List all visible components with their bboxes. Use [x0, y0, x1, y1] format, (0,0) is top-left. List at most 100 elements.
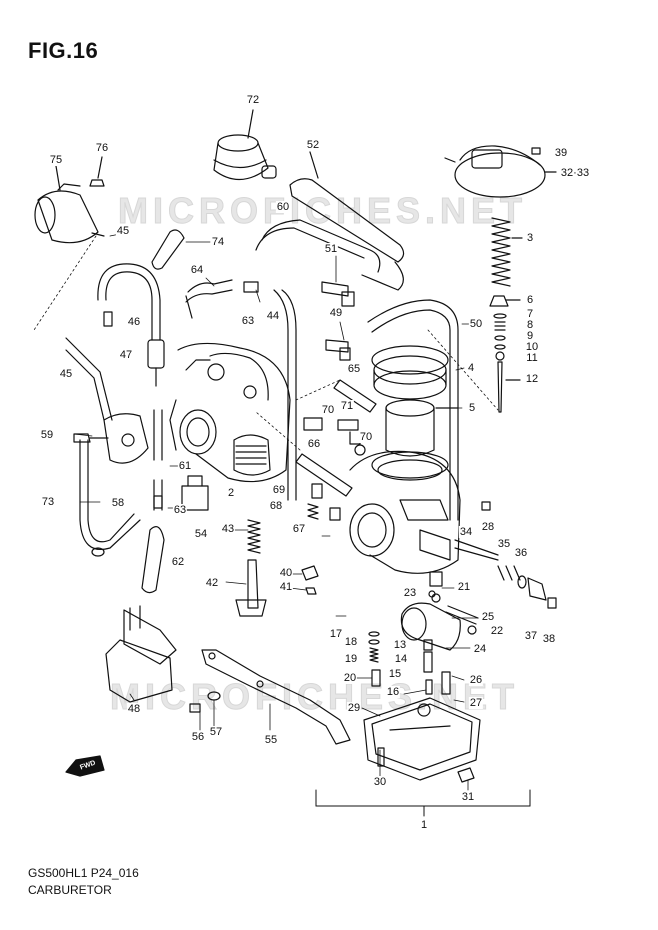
- part-number-49: 49: [328, 307, 344, 319]
- part-number-37: 37: [523, 630, 539, 642]
- part-number-24: 24: [472, 643, 488, 655]
- part-number-9: 9: [525, 330, 535, 342]
- part-29-float-bowl-drawing: [363, 697, 481, 781]
- part-number-13: 13: [392, 639, 408, 651]
- part-63-fittings-drawing: [153, 281, 259, 509]
- part-number-14: 14: [393, 653, 409, 665]
- part-54-drawing: [181, 475, 209, 511]
- part-number-16: 16: [385, 686, 401, 698]
- part-number-50: 50: [468, 318, 484, 330]
- figure-title: FIG.16: [28, 38, 99, 63]
- part-number-57: 57: [208, 726, 224, 738]
- part-number-44: 44: [265, 310, 281, 322]
- part-number-4: 4: [466, 362, 476, 374]
- figure-caption: CARBURETOR: [28, 883, 112, 897]
- part-51-49-fittings-drawing: [321, 281, 355, 361]
- part-number-56: 56: [190, 731, 206, 743]
- part-number-25: 25: [480, 611, 496, 623]
- part-61-hose-drawing: [153, 409, 163, 511]
- part-21-25-drawing: [428, 571, 479, 635]
- part-number-65: 65: [346, 363, 362, 375]
- part-number-35: 35: [496, 538, 512, 550]
- part-number-47: 47: [118, 349, 134, 361]
- part-number-32-33: 32·33: [559, 167, 591, 179]
- part-75-drawing: [34, 165, 105, 244]
- part-number-63-lower: 63: [172, 504, 188, 516]
- part-number-64: 64: [189, 264, 205, 276]
- part-number-40: 40: [278, 567, 294, 579]
- part-number-63-upper: 63: [240, 315, 256, 327]
- part-number-45-upper: 45: [115, 225, 131, 237]
- carburetor-body-right-drawing: [349, 450, 499, 574]
- part-number-69: 69: [271, 484, 287, 496]
- part-number-8: 8: [525, 319, 535, 331]
- part-number-51: 51: [323, 243, 339, 255]
- part-number-43: 43: [220, 523, 236, 535]
- part-number-75: 75: [48, 154, 64, 166]
- part-number-38: 38: [541, 633, 557, 645]
- part-number-29: 29: [346, 702, 362, 714]
- part-number-10: 10: [524, 341, 540, 353]
- part-number-30: 30: [372, 776, 388, 788]
- part-number-66: 66: [306, 438, 322, 450]
- part-number-54: 54: [193, 528, 209, 540]
- watermark-bottom: MICROFICHES.NET: [109, 676, 520, 718]
- watermark-top: MICROFICHES.NET: [117, 190, 528, 232]
- part-number-11: 11: [525, 352, 539, 364]
- part-number-2: 2: [226, 487, 236, 499]
- part-number-15: 15: [387, 668, 403, 680]
- part-number-42: 42: [204, 577, 220, 589]
- part-number-73: 73: [40, 496, 56, 508]
- part-4-diaphragm-drawing: [371, 345, 449, 400]
- fwd-arrow-icon: [65, 755, 105, 777]
- part-3-spring-drawing: [491, 217, 523, 287]
- part-number-21: 21: [456, 581, 472, 593]
- part-30-31-drawing: [377, 747, 475, 783]
- part-number-28: 28: [480, 521, 496, 533]
- part-73-hose-drawing: [79, 439, 141, 550]
- group-bracket-1: [315, 789, 531, 817]
- part-number-70-upper: 70: [320, 404, 336, 416]
- part-number-26: 26: [468, 674, 484, 686]
- part-number-45-lower: 45: [58, 368, 74, 380]
- part-59-58-drawing: [73, 413, 149, 464]
- part-5-piston-drawing: [385, 399, 459, 457]
- part-number-20: 20: [342, 672, 358, 684]
- part-56-57-drawing: [189, 691, 221, 713]
- part-number-41: 41: [278, 581, 294, 593]
- part-number-59: 59: [39, 429, 55, 441]
- part-number-74: 74: [210, 236, 226, 248]
- part-60-hose-drawing: [255, 219, 381, 501]
- part-42-43-drawing: [235, 519, 267, 617]
- part-32-33-drawing: [444, 145, 557, 198]
- part-number-34: 34: [458, 526, 474, 538]
- part-number-39: 39: [553, 147, 569, 159]
- carburetor-body-left-drawing: [169, 342, 291, 483]
- part-35-38-drawing: [497, 565, 557, 609]
- part-76-drawing: [89, 156, 105, 187]
- part-number-19: 19: [343, 653, 359, 665]
- part-number-52: 52: [305, 139, 321, 151]
- part-number-3: 3: [525, 232, 535, 244]
- part-number-62: 62: [170, 556, 186, 568]
- part-74-64-hoses-drawing: [151, 229, 233, 319]
- part-number-70-lower: 70: [358, 431, 374, 443]
- part-number-18: 18: [343, 636, 359, 648]
- part-number-60: 60: [275, 201, 291, 213]
- dashed-connectors: [33, 235, 499, 451]
- part-28-drawing: [481, 501, 491, 511]
- figure-code: GS500HL1 P24_016: [28, 866, 139, 880]
- part-24-float-drawing: [400, 602, 461, 651]
- part-48-drawing: [105, 605, 177, 703]
- part-number-58: 58: [110, 497, 126, 509]
- part-number-67: 67: [291, 523, 307, 535]
- part-number-6: 6: [525, 294, 535, 306]
- part-55-plate-drawing: [201, 649, 351, 745]
- part-number-68: 68: [268, 500, 284, 512]
- part-46-47-drawing: [103, 311, 165, 387]
- part-40-41-drawing: [301, 565, 319, 595]
- part-number-23: 23: [402, 587, 418, 599]
- part-65-66-drawing: [295, 379, 377, 497]
- part-62-hose-drawing: [141, 526, 165, 594]
